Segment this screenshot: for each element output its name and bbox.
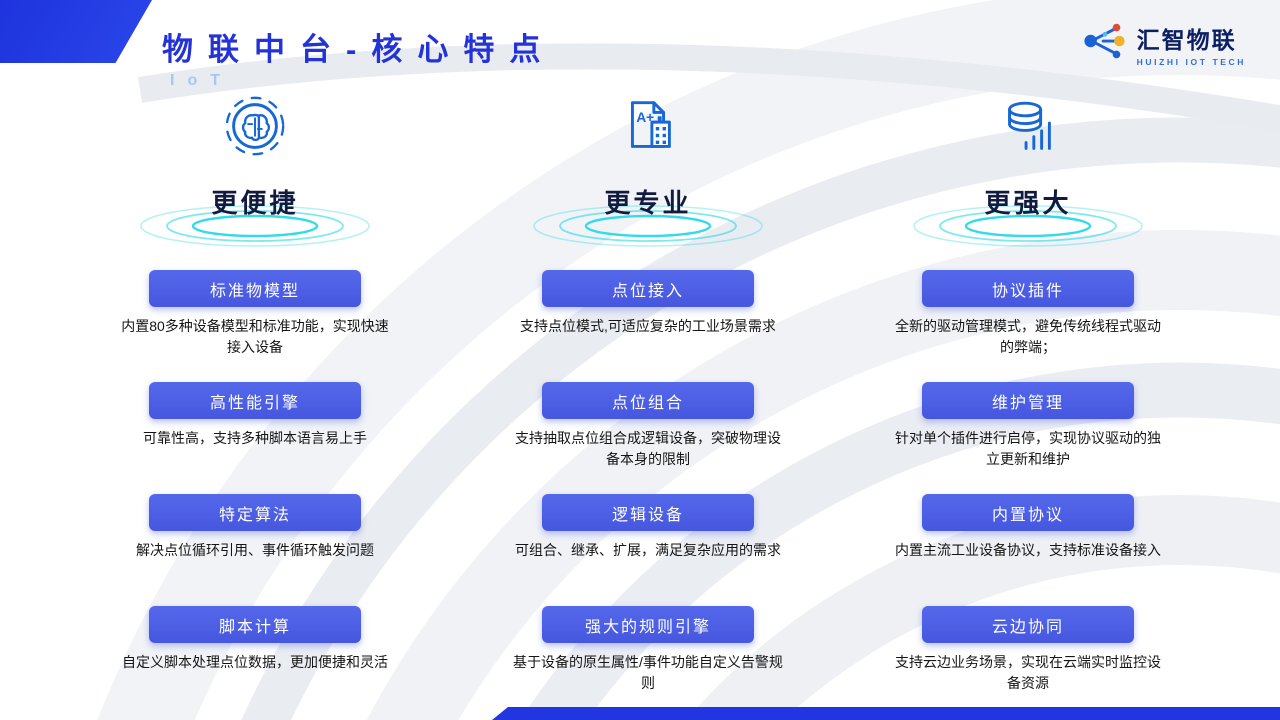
document-a-plus-building-icon: A+ xyxy=(613,92,683,170)
feature-chip: 标准物模型 xyxy=(149,270,361,307)
ripple-rings xyxy=(913,205,1143,247)
database-signal-icon xyxy=(993,92,1063,170)
feature-chip: 特定算法 xyxy=(149,494,361,531)
column-heading-wrap: 更强大 xyxy=(892,170,1164,262)
feature-column-convenient: 更便捷 标准物模型 内置80多种设备模型和标准功能，实现快速接入设备 高性能引擎… xyxy=(119,92,391,718)
corner-accent-shape xyxy=(0,0,152,63)
feature-chip: 协议插件 xyxy=(922,270,1134,307)
feature-item: 协议插件 全新的驱动管理模式，避免传统线程式驱动的弊端； xyxy=(892,270,1164,382)
feature-chip: 强大的规则引擎 xyxy=(542,606,754,643)
feature-chip: 逻辑设备 xyxy=(542,494,754,531)
feature-desc: 基于设备的原生属性/事件功能自定义告警规则 xyxy=(513,654,783,692)
feature-desc: 自定义脚本处理点位数据，更加便捷和灵活 xyxy=(122,654,388,670)
feature-item: 逻辑设备 可组合、继承、扩展，满足复杂应用的需求 xyxy=(512,494,784,606)
feature-desc: 可组合、继承、扩展，满足复杂应用的需求 xyxy=(515,542,781,558)
feature-item: 内置协议 内置主流工业设备协议，支持标准设备接入 xyxy=(892,494,1164,606)
ripple-rings xyxy=(533,205,763,247)
brand-name: 汇智物联 xyxy=(1136,26,1237,53)
svg-text:A+: A+ xyxy=(636,110,654,125)
feature-desc: 支持云边业务场景，实现在云端实时监控设备资源 xyxy=(895,654,1161,692)
feature-column-professional: A+ 更专业 点位接入 支持点位模式,可适应复杂的工业场 xyxy=(512,92,784,718)
feature-desc: 针对单个插件进行启停，实现协议驱动的独立更新和维护 xyxy=(895,430,1161,468)
feature-column-powerful: 更强大 协议插件 全新的驱动管理模式，避免传统线程式驱动的弊端； 维护管理 针对… xyxy=(892,92,1164,718)
feature-item: 脚本计算 自定义脚本处理点位数据，更加便捷和灵活 xyxy=(119,606,391,718)
feature-item: 维护管理 针对单个插件进行启停，实现协议驱动的独立更新和维护 xyxy=(892,382,1164,494)
feature-item: 点位组合 支持抽取点位组合成逻辑设备，突破物理设备本身的限制 xyxy=(512,382,784,494)
brain-chip-icon xyxy=(220,92,290,170)
column-heading-wrap: 更便捷 xyxy=(119,170,391,262)
feature-item: 云边协同 支持云边业务场景，实现在云端实时监控设备资源 xyxy=(892,606,1164,718)
feature-chip: 内置协议 xyxy=(922,494,1134,531)
molecule-network-icon xyxy=(1082,18,1128,69)
feature-item: 标准物模型 内置80多种设备模型和标准功能，实现快速接入设备 xyxy=(119,270,391,382)
page-title: 物联中台-核心特点 xyxy=(162,32,556,67)
feature-desc: 可靠性高，支持多种脚本语言易上手 xyxy=(143,430,367,446)
column-heading-wrap: 更专业 xyxy=(512,170,784,262)
feature-chip: 高性能引擎 xyxy=(149,382,361,419)
feature-desc: 支持点位模式,可适应复杂的工业场景需求 xyxy=(520,318,776,334)
feature-desc: 内置主流工业设备协议，支持标准设备接入 xyxy=(895,542,1161,558)
feature-chip: 点位组合 xyxy=(542,382,754,419)
feature-chip: 云边协同 xyxy=(922,606,1134,643)
feature-chip: 点位接入 xyxy=(542,270,754,307)
feature-item: 特定算法 解决点位循环引用、事件循环触发问题 xyxy=(119,494,391,606)
feature-desc: 支持抽取点位组合成逻辑设备，突破物理设备本身的限制 xyxy=(515,430,781,468)
feature-desc: 内置80多种设备模型和标准功能，实现快速接入设备 xyxy=(121,318,389,356)
feature-chip: 脚本计算 xyxy=(149,606,361,643)
feature-chip: 维护管理 xyxy=(922,382,1134,419)
column-heading: 更便捷 xyxy=(211,189,299,218)
column-heading: 更专业 xyxy=(604,189,692,218)
column-heading: 更强大 xyxy=(984,189,1072,218)
bottom-accent-bar xyxy=(492,707,1280,720)
feature-desc: 解决点位循环引用、事件循环触发问题 xyxy=(136,542,374,558)
page-subtitle: IoT xyxy=(170,72,233,89)
feature-desc: 全新的驱动管理模式，避免传统线程式驱动的弊端； xyxy=(895,318,1161,356)
brand-tagline: HUIZHI IOT TECH xyxy=(1136,56,1246,67)
feature-item: 高性能引擎 可靠性高，支持多种脚本语言易上手 xyxy=(119,382,391,494)
brand-logo: 汇智物联 HUIZHI IOT TECH xyxy=(1082,18,1246,69)
ripple-rings xyxy=(140,205,370,247)
feature-item: 点位接入 支持点位模式,可适应复杂的工业场景需求 xyxy=(512,270,784,382)
feature-item: 强大的规则引擎 基于设备的原生属性/事件功能自定义告警规则 xyxy=(512,606,784,718)
